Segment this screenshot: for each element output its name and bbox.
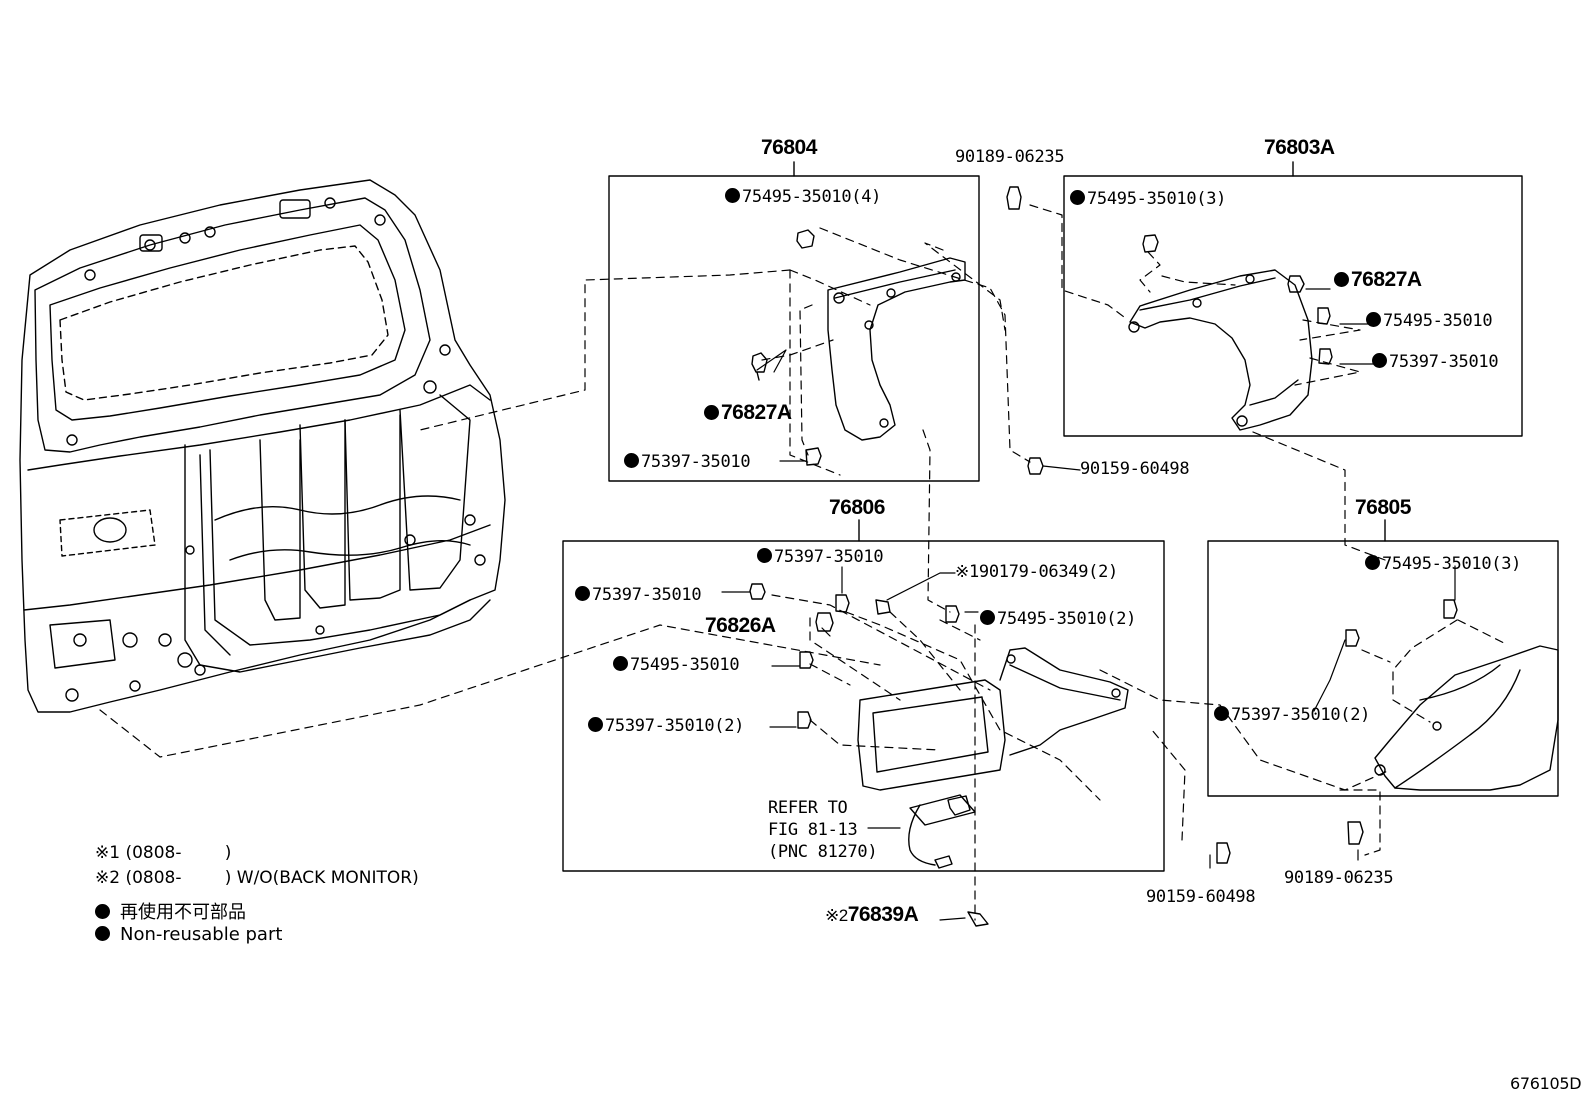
non-reusable-dot-icon [624,453,639,468]
non-reusable-dot-icon [1372,353,1387,368]
group-title-76803A: 76803A [1264,136,1335,159]
non-reusable-dot-icon [1214,706,1229,721]
part-label[interactable]: 90189-06235 [1284,868,1394,888]
part-label[interactable]: 76826A [705,614,776,637]
part-label[interactable]: 90159-60498 [1080,459,1190,479]
part-label[interactable]: 75397-35010 [575,585,702,605]
non-reusable-dot-icon [1365,555,1380,570]
non-reusable-dot-icon [757,548,772,563]
non-reusable-dot-icon [613,656,628,671]
non-reusable-dot-icon [1366,312,1381,327]
part-label[interactable]: 75397-35010(2) [1214,705,1370,725]
non-reusable-dot-icon [588,717,603,732]
part-label[interactable]: 75495-35010(2) [980,609,1136,629]
non-reusable-dot-icon [95,926,110,941]
part-76804-shape [827,257,966,441]
group-title-76804: 76804 [761,136,817,159]
non-reusable-dot-icon [725,188,740,203]
non-reusable-dot-icon [1334,272,1349,287]
non-reusable-dot-icon [575,586,590,601]
part-label[interactable]: 75495-35010 [1366,311,1493,331]
part-label[interactable]: 76827A [1334,269,1422,290]
refer-line-2: FIG 81-13 [768,820,858,840]
part-label[interactable]: ※190179-06349(2) [955,562,1118,582]
non-reusable-dot-icon [95,904,110,919]
non-reusable-dot-icon [980,610,995,625]
part-76805-shape [1374,645,1559,791]
footnote-1: ※1 (0808- ) [95,843,232,863]
refer-line-3: (PNC 81270) [768,842,878,862]
refer-to-note: REFER TO FIG 81-13 (PNC 81270) [768,797,878,863]
part-label[interactable]: 75495-35010(3) [1365,554,1521,574]
part-label[interactable]: ※276839A [825,903,919,926]
part-label[interactable]: 75397-35010(2) [588,716,744,736]
part-76806-shape [857,647,1129,869]
refer-line-1: REFER TO [768,798,848,818]
footnote-2: ※2 (0808- ) W/O(BACK MONITOR) [95,868,419,888]
part-label[interactable]: 75495-35010(3) [1070,189,1226,209]
part-label[interactable]: 76827A [704,402,792,423]
part-label[interactable]: 75495-35010 [613,655,740,675]
part-label[interactable]: 75397-35010 [624,452,751,472]
figure-id: 676105D [1510,1074,1582,1093]
clips [749,186,1458,927]
part-label[interactable]: 90189-06235 [955,147,1065,167]
group-title-76805: 76805 [1355,496,1411,519]
part-label[interactable]: 75397-35010 [757,547,884,567]
non-reusable-dot-icon [1070,190,1085,205]
part-76803A-shape [1128,269,1313,431]
group-title-76806: 76806 [829,496,885,519]
legend-en: Non-reusable part [95,924,282,945]
back-door-panel [19,179,506,713]
non-reusable-dot-icon [704,405,719,420]
part-label[interactable]: 75397-35010 [1372,352,1499,372]
legend-jp: 再使用不可部品 [95,898,246,924]
part-label[interactable]: 75495-35010(4) [725,187,881,207]
part-label[interactable]: 90159-60498 [1146,887,1256,907]
